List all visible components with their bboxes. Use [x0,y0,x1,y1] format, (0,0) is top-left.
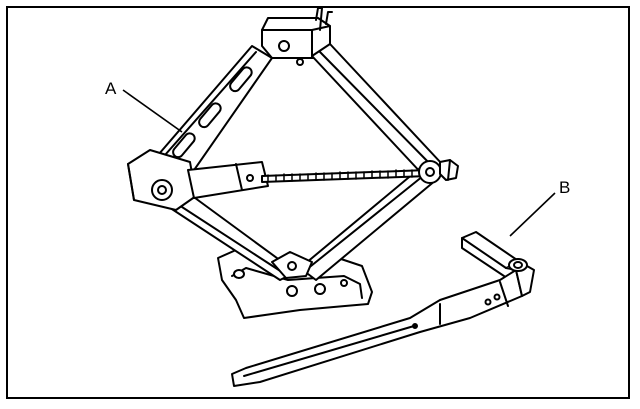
lower-pivot [271,251,313,279]
callout-label-b: B [559,178,570,197]
jack-saddle [261,7,333,66]
leader-line-a [122,89,183,133]
leader-line-b [509,192,556,237]
jack-handle [231,231,535,387]
right-upper-arm [311,43,443,177]
callout-label-a: A [105,79,117,98]
left-pivot [127,149,269,211]
right-pivot [418,159,459,184]
right-lower-arm [299,167,437,281]
callout-leaders [122,89,556,237]
figure-frame [6,6,630,399]
screw-rod [261,169,429,183]
